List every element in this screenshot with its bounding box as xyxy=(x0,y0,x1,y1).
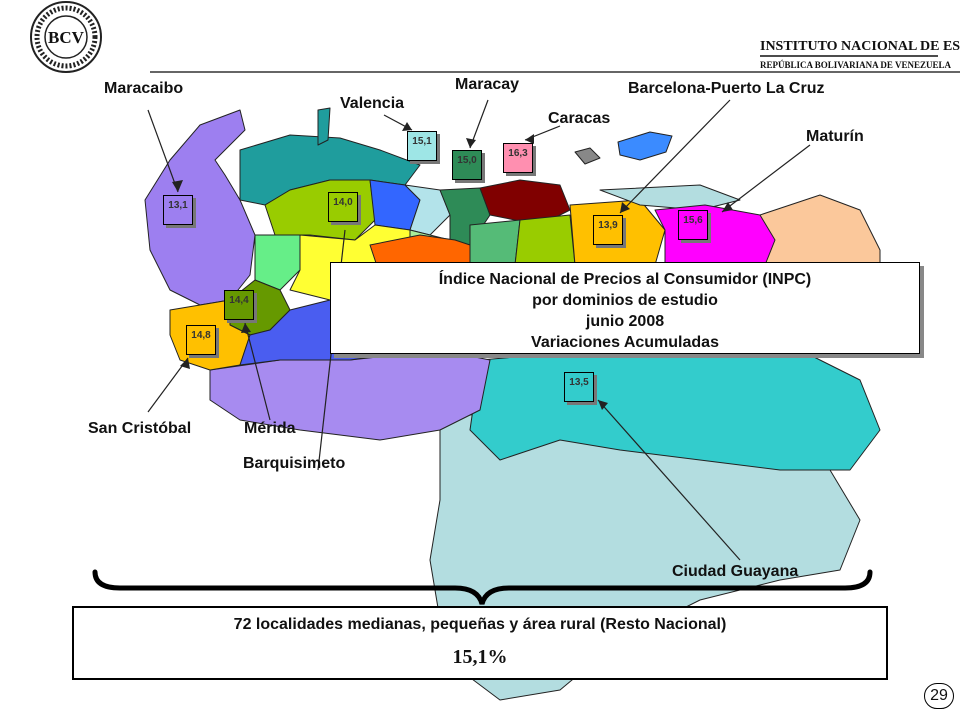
region-trujillo xyxy=(254,234,301,291)
label-valencia: Valencia xyxy=(340,95,405,112)
title-box: Índice Nacional de Precios al Consumidor… xyxy=(330,262,920,354)
value-barquisimeto: 14,0 xyxy=(328,192,358,222)
title-line2: por dominios de estudio xyxy=(532,292,718,309)
bcv-logo-text: BCV xyxy=(48,28,85,47)
region-margarita xyxy=(617,131,673,161)
pointer-heads xyxy=(172,122,733,410)
rest-nacional-box: 72 localidades medianas, pequeñas y área… xyxy=(72,606,888,680)
label-merida: Mérida xyxy=(244,420,296,437)
brace xyxy=(92,569,873,605)
label-maracay: Maracay xyxy=(455,76,520,93)
label-san-cristobal: San Cristóbal xyxy=(88,420,192,437)
ine-logo: INSTITUTO NACIONAL DE ESTADÍSTICA REPÚBL… xyxy=(760,37,960,70)
value-maracay: 15,0 xyxy=(452,150,482,180)
region-anzoategui-green xyxy=(514,214,576,266)
title-line3: junio 2008 xyxy=(585,313,665,330)
value-ciudad-guayana: 13,5 xyxy=(564,372,594,402)
ine-logo-line1: INSTITUTO NACIONAL DE ESTADÍSTICA xyxy=(760,37,960,54)
label-maracaibo: Maracaibo xyxy=(104,80,184,97)
region-sucre xyxy=(599,184,741,211)
value-caracas: 16,3 xyxy=(503,143,533,173)
value-valencia: 15,1 xyxy=(407,131,437,161)
label-caracas: Caracas xyxy=(548,110,611,127)
rest-nacional-label: 72 localidades medianas, pequeñas y área… xyxy=(233,616,727,633)
bcv-logo: BCV xyxy=(30,1,102,73)
ine-logo-line2: REPÚBLICA BOLIVARIANA DE VENEZUELA xyxy=(760,60,951,70)
title-line1: Índice Nacional de Precios al Consumidor… xyxy=(438,271,812,288)
value-merida: 14,4 xyxy=(224,290,254,320)
rest-nacional-value: 15,1% xyxy=(452,646,508,668)
region-zulia xyxy=(144,109,256,306)
label-ciudad-guayana: Ciudad Guayana xyxy=(672,563,799,580)
value-san-cristobal: 14,8 xyxy=(186,325,216,355)
page-number: 29 xyxy=(924,683,954,709)
region-monagas xyxy=(654,204,776,266)
value-barcelona: 13,9 xyxy=(593,215,623,245)
region-paraguana xyxy=(317,107,331,146)
region-coche xyxy=(574,147,601,165)
value-maturin: 15,6 xyxy=(678,210,708,240)
title-line4: Variaciones Acumuladas xyxy=(531,334,719,351)
label-barcelona: Barcelona-Puerto La Cruz xyxy=(628,80,825,97)
value-maracaibo: 13,1 xyxy=(163,195,193,225)
region-guarico-green xyxy=(469,219,521,266)
label-maturin: Maturín xyxy=(806,128,864,145)
label-barquisimeto: Barquisimeto xyxy=(243,455,346,472)
